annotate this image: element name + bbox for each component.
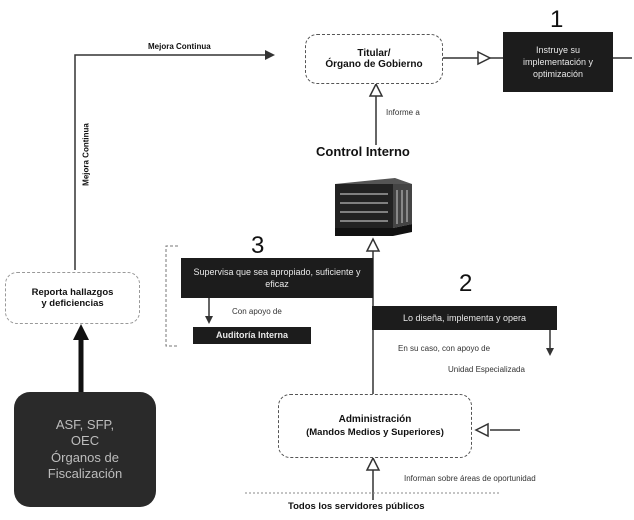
ase-line3: Órganos de xyxy=(51,449,119,465)
disena-box: Lo diseña, implementa y opera xyxy=(372,306,557,330)
instruye-box: Instruye su implementación y optimizació… xyxy=(503,32,613,92)
ase-line1: ASF, SFP, xyxy=(55,417,115,432)
control-interno-title: Control Interno xyxy=(316,144,410,159)
auditoria-interna-box: Auditoría Interna xyxy=(193,327,311,344)
titular-arrowhead xyxy=(477,50,492,66)
building-illustration xyxy=(335,178,412,236)
step-number-3: 3 xyxy=(251,232,265,259)
reporta-line2: y deficiencias xyxy=(41,298,104,309)
unidad-especializada-label: Unidad Especializada xyxy=(448,365,525,374)
en-su-caso-label: En su caso, con apoyo de xyxy=(398,344,491,353)
ase-line4: Fiscalización xyxy=(47,465,123,481)
step-number-2: 2 xyxy=(459,270,473,297)
con-apoyo-label: Con apoyo de xyxy=(232,307,282,316)
mejora-continua-connector xyxy=(74,54,265,270)
titular-line1: Titular/ xyxy=(357,48,391,59)
reporta-line1: Reporta hallazgos xyxy=(31,287,114,298)
reporta-box: Reporta hallazgos y deficiencias xyxy=(5,272,140,324)
titular-line2: Órgano de Gobierno xyxy=(325,59,423,70)
ase-line2: OEC xyxy=(70,433,100,449)
informan-label: Informan sobre áreas de oportunidad xyxy=(404,474,536,483)
mejora-arrowhead xyxy=(265,50,275,60)
mejora-continua-top-label: Mejora Continua xyxy=(148,42,211,51)
step-number-1: 1 xyxy=(550,6,564,33)
administracion-line1: Administración xyxy=(338,414,412,425)
ase-arrowhead xyxy=(73,324,89,340)
administracion-line2: (Mandos Medios y Superiores) xyxy=(306,427,444,438)
supervisa-box: Supervisa que sea apropiado, suficiente … xyxy=(181,258,373,298)
administracion-box: Administración (Mandos Medios y Superior… xyxy=(278,394,472,458)
todos-servidores-label: Todos los servidores públicos xyxy=(288,501,425,512)
informe-label: Informe a xyxy=(386,108,420,117)
mejora-continua-vertical-label: Mejora Continua xyxy=(81,123,91,186)
control-arrowhead xyxy=(368,82,384,97)
fiscalizacion-box: ASF, SFP, OEC Órganos de Fiscalización xyxy=(14,392,156,507)
admin-arrowhead xyxy=(365,237,381,252)
titular-box: Titular/ Órgano de Gobierno xyxy=(305,34,443,84)
